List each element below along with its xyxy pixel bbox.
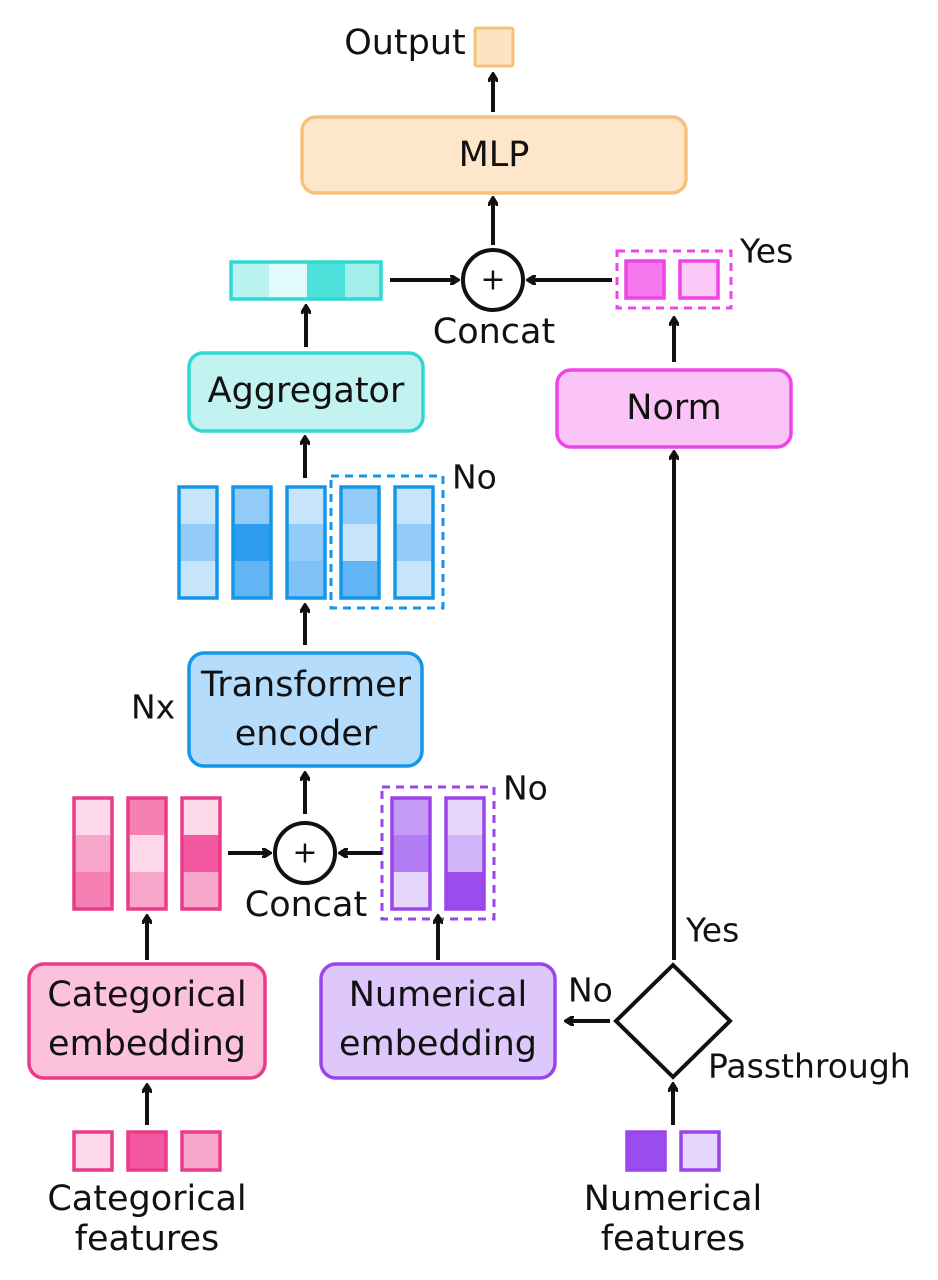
cat-feature-token-3 [180, 1130, 222, 1172]
aggregator-label: Aggregator [208, 371, 405, 411]
token-column-2 [231, 485, 273, 600]
passthrough-label: Passthrough [708, 1047, 911, 1086]
cat-feature-token-2 [126, 1130, 168, 1172]
output-label: Output [344, 23, 466, 63]
plus-bottom: + [292, 836, 317, 871]
plus-top: + [480, 263, 505, 298]
num-features-label-line1: Numerical [584, 1179, 763, 1219]
token-column-1 [177, 485, 219, 600]
cat-embedding-column-1 [72, 796, 114, 911]
transformer-encoder-box [187, 651, 424, 768]
concat-bottom-label: Concat [245, 885, 367, 925]
transformer-label-line2: encoder [235, 714, 378, 754]
num-feature-token-1 [625, 1130, 667, 1172]
categorical-embedding-box [27, 962, 267, 1080]
cat-embedding-column-3 [180, 796, 222, 911]
cat-features-label-line2: features [75, 1219, 220, 1259]
cat-emb-label-line1: Categorical [47, 975, 246, 1015]
transformer-label-line1: Transformer [200, 665, 412, 705]
no-diamond-label: No [568, 971, 613, 1010]
num-feature-token-2 [679, 1130, 721, 1172]
num-emb-label-line1: Numerical [349, 975, 528, 1015]
numeric-tokens-dashed-group [329, 474, 445, 610]
yes-top-label: Yes [739, 232, 793, 271]
output-token [473, 26, 515, 68]
token-column-5 [393, 485, 435, 600]
token-column-4 [339, 485, 381, 600]
cat-emb-label-line2: embedding [48, 1024, 246, 1064]
nx-label: Nx [131, 688, 175, 727]
no-numemb-label: No [503, 769, 548, 808]
norm-token-1 [624, 259, 666, 300]
aggregator-box [187, 351, 425, 433]
norm-token-2 [678, 259, 720, 300]
token-column-3 [285, 485, 327, 600]
cat-feature-token-1 [72, 1130, 114, 1172]
no-tokens-label: No [452, 458, 497, 497]
concat-bottom-circle [273, 821, 337, 885]
norm-label: Norm [626, 388, 721, 428]
yes-diamond-label: Yes [685, 911, 739, 950]
cat-features-label-line1: Categorical [47, 1179, 246, 1219]
passthrough-decision-diamond [613, 962, 733, 1080]
norm-output-dashed-group [615, 249, 733, 310]
mlp-label: MLP [459, 135, 530, 175]
concat-top-circle [461, 248, 525, 312]
num-emb-label-line2: embedding [339, 1024, 537, 1064]
aggregated-vector [229, 260, 383, 301]
mlp-box [300, 115, 688, 195]
concat-top-label: Concat [433, 312, 555, 352]
cat-embedding-column-2 [126, 796, 168, 911]
num-embedding-column-1 [390, 796, 432, 911]
numerical-embedding-box [319, 962, 557, 1080]
norm-box [555, 368, 793, 449]
num-features-label-line2: features [601, 1219, 746, 1259]
num-embedding-column-2 [444, 796, 486, 911]
